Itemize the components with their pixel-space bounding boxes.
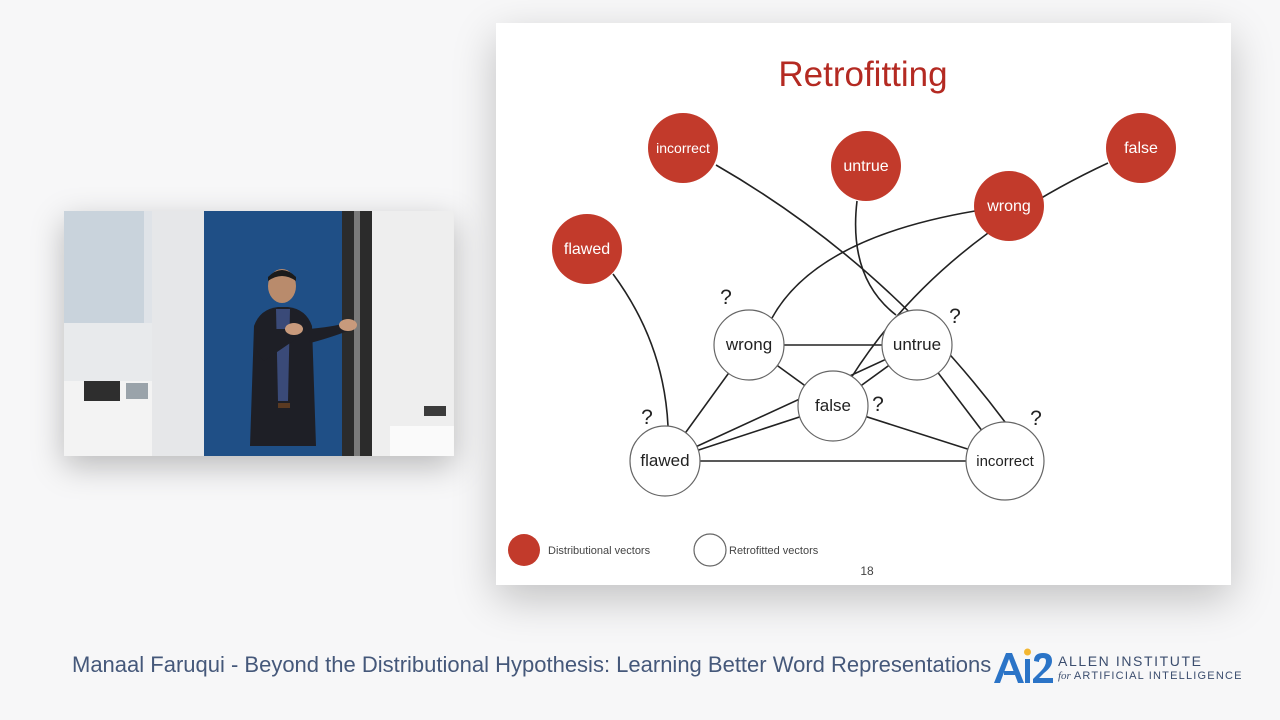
node-r-untrue: untrue: [881, 309, 953, 381]
slide-page-number: 18: [860, 564, 874, 578]
node-circle: [881, 309, 953, 381]
node-d-wrong: wrong: [974, 171, 1044, 241]
node-label: wrong: [986, 198, 1031, 215]
logo-line1: ALLEN INSTITUTE: [1058, 653, 1203, 669]
question-mark-r-flawed: ?: [641, 406, 653, 429]
slide: Retrofitting incorrect untrue false wrong fl…: [496, 23, 1231, 585]
diagram-nodes: incorrect untrue false wrong flawed wrong? unt…: [552, 113, 1176, 501]
edge-d_flawed-r_flawed: [612, 273, 669, 427]
node-label: untrue: [843, 158, 888, 175]
node-label: flawed: [640, 451, 689, 470]
node-circle: [1106, 113, 1176, 183]
edge-d_false-r_false: [850, 162, 1109, 379]
edge-d_untrue-r_untrue: [854, 200, 897, 316]
question-mark-r-untrue: ?: [949, 305, 961, 328]
slide-title: Retrofitting: [778, 55, 947, 94]
legend-label-retrofitted: Retrofitted vectors: [729, 545, 819, 557]
logo-for: for: [1058, 670, 1071, 682]
legend-swatch-distributional: [508, 534, 540, 566]
node-circle: [713, 309, 785, 381]
question-mark-r-false: ?: [872, 393, 884, 416]
retrofitting-diagram: Retrofitting incorrect untrue false wrong fl…: [508, 55, 1176, 578]
talk-caption: Manaal Faruqui - Beyond the Distribution…: [72, 652, 992, 677]
node-circle: [831, 131, 901, 201]
node-r-wrong: wrong: [713, 309, 785, 381]
node-circle: [974, 171, 1044, 241]
logo-line2-text: ARTIFICIAL INTELLIGENCE: [1073, 670, 1243, 682]
node-d-flawed: flawed: [552, 214, 622, 284]
node-circle: [552, 214, 622, 284]
node-label: incorrect: [976, 453, 1034, 470]
node-d-incorrect: incorrect: [648, 113, 718, 183]
edge-d_wrong-r_wrong: [771, 210, 976, 319]
node-label: false: [1124, 140, 1158, 157]
node-r-incorrect: incorrect: [965, 421, 1045, 501]
node-circle: [648, 113, 718, 183]
node-d-untrue: untrue: [831, 131, 901, 201]
node-label: untrue: [893, 335, 941, 354]
node-circle: [629, 425, 701, 497]
node-r-flawed: flawed: [629, 425, 701, 497]
node-label: wrong: [725, 335, 772, 354]
edge-d_incorrect-r_incorrect: [715, 164, 1006, 423]
legend-swatch-retrofitted: [693, 533, 727, 567]
node-circle: [965, 421, 1045, 501]
node-circle: [797, 370, 869, 442]
node-d-false: false: [1106, 113, 1176, 183]
node-r-false: false: [797, 370, 869, 442]
legend: Distributional vectors Retrofitted vecto…: [508, 533, 819, 567]
ai2-logo-mark: [994, 648, 1053, 683]
node-label: false: [815, 396, 851, 415]
legend-label-distributional: Distributional vectors: [548, 545, 651, 557]
node-label: flawed: [564, 241, 610, 258]
speaker-video: [64, 211, 454, 456]
question-mark-r-incorrect: ?: [1030, 407, 1042, 430]
speaker-video-frame: [64, 211, 454, 456]
node-label: incorrect: [656, 140, 710, 156]
edge-r_flawed-r_untrue: [664, 344, 918, 462]
question-mark-r-wrong: ?: [720, 286, 732, 309]
